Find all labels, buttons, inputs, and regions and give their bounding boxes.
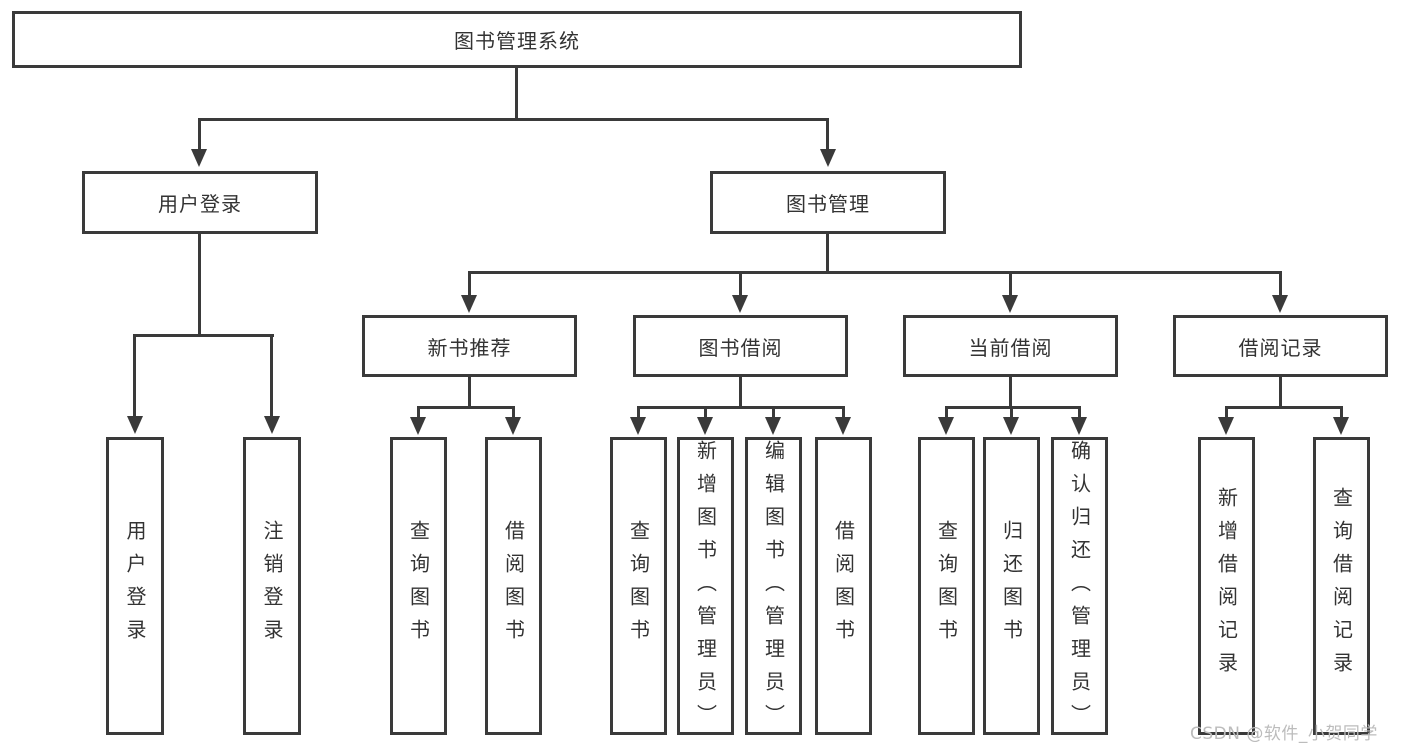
arrowhead-down xyxy=(1071,417,1087,435)
node-leaf-add-borrow-record: 新增借阅记录 xyxy=(1198,437,1255,735)
node-book-management-label: 图书管理 xyxy=(786,192,870,216)
node-leaf-query-books-1-label: 查询图书 xyxy=(406,520,431,652)
node-leaf-logout: 注销登录 xyxy=(243,437,301,735)
node-root-label: 图书管理系统 xyxy=(454,29,580,53)
connector-arrow-shaft xyxy=(1225,406,1228,419)
connector-arrow-shaft xyxy=(1340,406,1343,419)
connector-borrow-branch xyxy=(637,406,845,409)
connector-user-login-stem xyxy=(198,232,201,337)
node-book-borrow-label: 图书借阅 xyxy=(698,335,783,360)
node-leaf-add-borrow-record-label: 新增借阅记录 xyxy=(1214,487,1239,685)
connector-current-stem xyxy=(1009,375,1012,409)
connector-user-login-branch xyxy=(133,334,274,337)
arrowhead-down xyxy=(505,417,521,435)
connector-arrow-shaft xyxy=(1279,271,1282,297)
node-leaf-borrow-books-2: 借阅图书 xyxy=(815,437,872,735)
node-borrow-records: 借阅记录 xyxy=(1173,315,1388,377)
connector-book-mgmt-stem xyxy=(826,232,829,274)
node-leaf-edit-books-admin: 编辑图书（管理员） xyxy=(745,437,802,737)
node-leaf-borrow-books-2-label: 借阅图书 xyxy=(831,520,856,652)
node-leaf-borrow-books-1: 借阅图书 xyxy=(485,437,542,735)
connector-new-book-branch xyxy=(417,406,515,409)
connector-arrow-shaft xyxy=(1009,271,1012,297)
connector-arrow-shaft xyxy=(512,406,515,419)
node-leaf-add-books-admin-label: 新增图书（管理员） xyxy=(693,440,718,737)
arrowhead-down xyxy=(1002,295,1018,313)
node-leaf-return-books-label: 归还图书 xyxy=(999,520,1024,652)
node-leaf-query-books-1: 查询图书 xyxy=(390,437,447,735)
node-leaf-user-login-label: 用户登录 xyxy=(123,520,147,652)
connector-arrow-shaft xyxy=(945,406,948,419)
node-current-borrow: 当前借阅 xyxy=(903,315,1118,377)
csdn-watermark: CSDN @软件_小贺同学 xyxy=(1190,724,1378,744)
connector-current-branch xyxy=(945,406,1081,409)
node-new-book-recommend: 新书推荐 xyxy=(362,315,577,377)
node-current-borrow-label: 当前借阅 xyxy=(968,335,1053,360)
node-leaf-query-books-2-label: 查询图书 xyxy=(626,520,651,652)
node-new-book-recommend-label: 新书推荐 xyxy=(427,335,512,360)
connector-arrow-shaft xyxy=(772,406,775,419)
arrowhead-down xyxy=(461,295,477,313)
node-leaf-query-borrow-record: 查询借阅记录 xyxy=(1313,437,1370,735)
connector-arrow-shaft xyxy=(826,118,829,150)
connector-records-stem xyxy=(1279,375,1282,409)
connector-arrow-shaft xyxy=(1010,406,1013,419)
connector-arrow-shaft xyxy=(133,334,136,418)
connector-records-branch xyxy=(1225,406,1343,409)
arrowhead-down xyxy=(1333,417,1349,435)
arrowhead-down xyxy=(697,417,713,435)
node-leaf-query-borrow-record-label: 查询借阅记录 xyxy=(1329,487,1354,685)
arrowhead-down xyxy=(410,417,426,435)
node-leaf-borrow-books-1-label: 借阅图书 xyxy=(501,520,526,652)
connector-arrow-shaft xyxy=(198,118,201,150)
connector-root-branch xyxy=(198,118,829,121)
arrowhead-down xyxy=(1272,295,1288,313)
arrowhead-down xyxy=(835,417,851,435)
connector-new-book-stem xyxy=(468,375,471,409)
connector-arrow-shaft xyxy=(739,271,742,297)
node-leaf-confirm-return-admin-label: 确认归还（管理员） xyxy=(1067,440,1092,737)
connector-arrow-shaft xyxy=(468,271,471,297)
node-root: 图书管理系统 xyxy=(12,11,1022,68)
arrowhead-down xyxy=(1003,417,1019,435)
node-book-management: 图书管理 xyxy=(710,171,946,234)
arrowhead-down xyxy=(1218,417,1234,435)
node-leaf-query-books-3: 查询图书 xyxy=(918,437,975,735)
node-book-borrow: 图书借阅 xyxy=(633,315,848,377)
arrowhead-down xyxy=(630,417,646,435)
arrowhead-down xyxy=(765,417,781,435)
arrowhead-down xyxy=(820,149,836,167)
connector-book-mgmt-branch xyxy=(468,271,1282,274)
node-leaf-edit-books-admin-label: 编辑图书（管理员） xyxy=(761,440,786,737)
node-leaf-confirm-return-admin: 确认归还（管理员） xyxy=(1051,437,1108,737)
node-leaf-return-books: 归还图书 xyxy=(983,437,1040,735)
arrowhead-down xyxy=(938,417,954,435)
arrowhead-down xyxy=(191,149,207,167)
connector-arrow-shaft xyxy=(270,334,273,418)
node-user-login: 用户登录 xyxy=(82,171,318,234)
node-leaf-logout-label: 注销登录 xyxy=(260,520,284,652)
connector-borrow-stem xyxy=(739,375,742,409)
connector-root-stem xyxy=(515,66,518,121)
arrowhead-down xyxy=(264,416,280,434)
arrowhead-down xyxy=(732,295,748,313)
node-user-login-label: 用户登录 xyxy=(158,192,242,216)
node-leaf-query-books-2: 查询图书 xyxy=(610,437,667,735)
arrowhead-down xyxy=(127,416,143,434)
connector-arrow-shaft xyxy=(1078,406,1081,419)
connector-arrow-shaft xyxy=(842,406,845,419)
node-borrow-records-label: 借阅记录 xyxy=(1238,335,1323,360)
connector-arrow-shaft xyxy=(417,406,420,419)
node-leaf-user-login: 用户登录 xyxy=(106,437,164,735)
node-leaf-add-books-admin: 新增图书（管理员） xyxy=(677,437,734,737)
connector-arrow-shaft xyxy=(637,406,640,419)
connector-arrow-shaft xyxy=(704,406,707,419)
node-leaf-query-books-3-label: 查询图书 xyxy=(934,520,959,652)
